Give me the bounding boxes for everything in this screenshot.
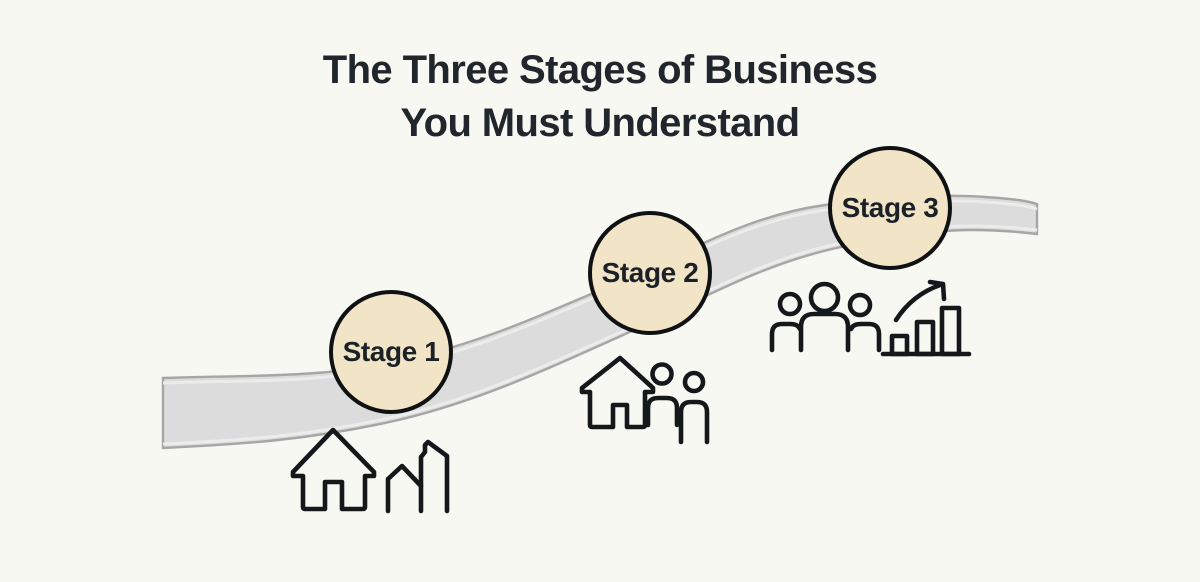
people-group-icon [769, 281, 882, 353]
two-people-icon [645, 362, 710, 445]
stage-3-marker: Stage 3 [828, 146, 952, 270]
growth-chart-icon [880, 279, 972, 357]
stage-2-marker: Stage 2 [588, 211, 712, 335]
title-line-1: The Three Stages of Business [322, 48, 878, 92]
house-icon [579, 355, 710, 445]
stage-2-label: Stage 2 [601, 257, 699, 288]
page-title: The Three Stages of Business You Must Un… [0, 44, 1200, 150]
city-buildings-icon [385, 439, 450, 514]
stage-3-label: Stage 3 [841, 192, 939, 223]
stage-1-marker: Stage 1 [329, 290, 453, 414]
house-icon [290, 427, 450, 514]
title-line-2: You Must Understand [400, 101, 801, 145]
stage-1-label: Stage 1 [342, 336, 440, 367]
